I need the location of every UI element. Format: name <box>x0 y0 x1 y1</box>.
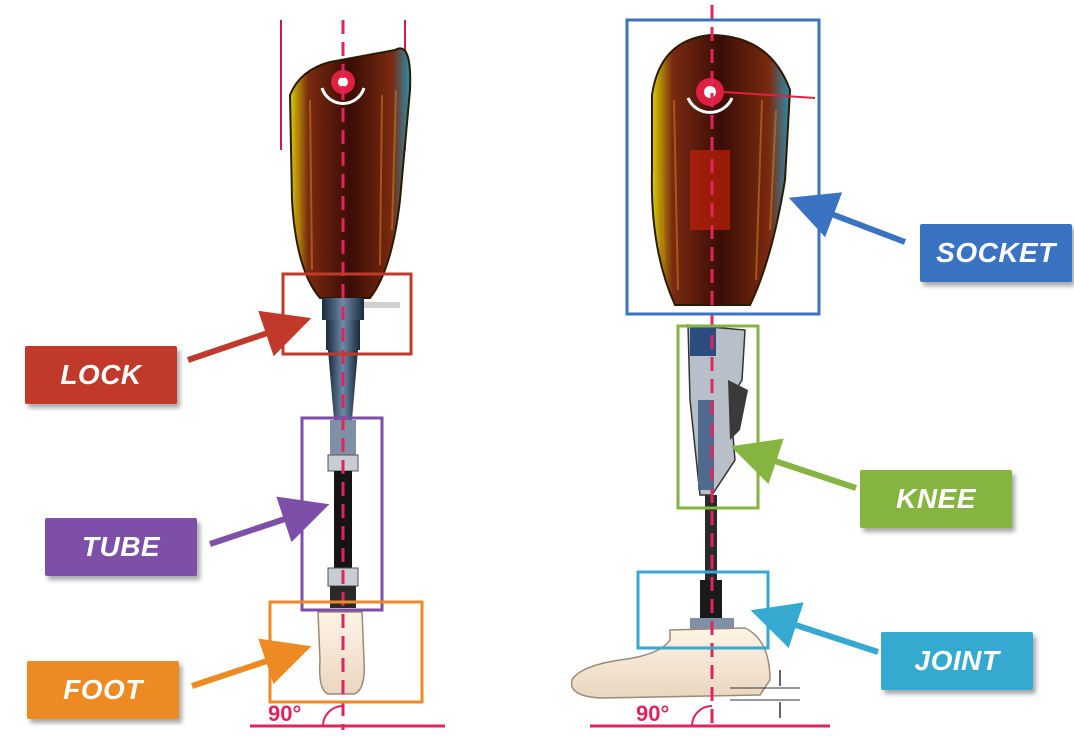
socket-arrow <box>800 202 905 242</box>
foot-label: FOOT <box>27 661 179 719</box>
left-foot <box>318 612 364 694</box>
left-angle-label: 90° <box>268 701 301 726</box>
joint-label: JOINT <box>881 632 1033 690</box>
right-angle-label: 90° <box>636 701 669 726</box>
lock-label: LOCK <box>25 346 177 404</box>
left-prosthesis: 90° <box>250 20 445 730</box>
knee-label: KNEE <box>860 470 1012 528</box>
socket-label: SOCKET <box>920 224 1072 282</box>
joint-arrow <box>762 614 878 652</box>
tube-label: TUBE <box>45 518 197 576</box>
foot-arrow <box>192 650 300 686</box>
